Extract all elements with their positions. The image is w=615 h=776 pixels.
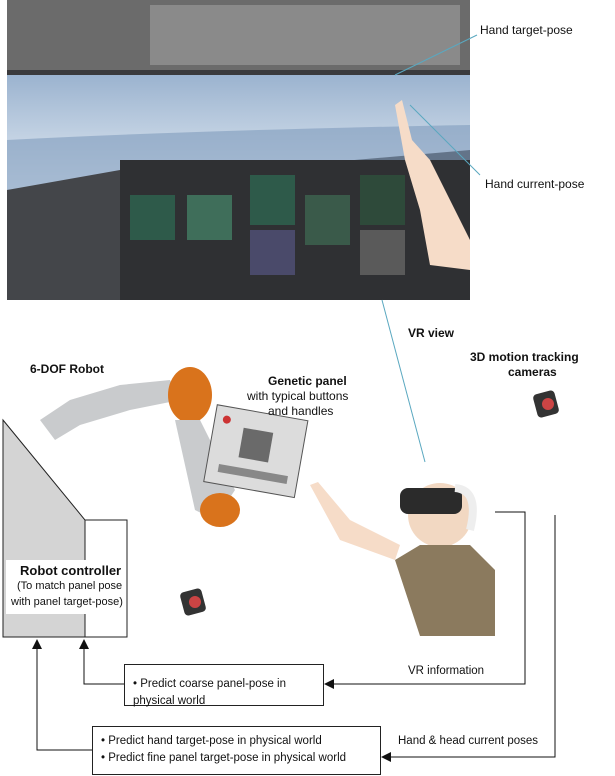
hand-head-poses-label: Hand & head current poses (398, 735, 539, 747)
coarse-prediction-box: • Predict coarse panel-pose in physical … (124, 664, 324, 707)
cameras-label-2: cameras (508, 365, 557, 379)
hand-target-pose-label: Hand target-pose (480, 23, 573, 37)
fine-prediction-box: • Predict hand target-pose in physical w… (92, 726, 381, 775)
coarse-prediction-text: Predict coarse panel-pose in physical wo… (133, 678, 286, 707)
robot-controller-box (2, 418, 128, 638)
coarse-prediction-item: • Predict coarse panel-pose in physical … (133, 678, 286, 707)
panel-subtitle-1: with typical buttons (247, 389, 349, 403)
panel-title: Genetic panel (268, 374, 347, 388)
vr-information-label: VR information (408, 665, 485, 677)
hand-current-pose-label: Hand current-pose (485, 177, 585, 191)
person-with-vr-headset-image (310, 482, 495, 636)
robot-label: 6-DOF Robot (30, 362, 104, 376)
cameras-label-1: 3D motion tracking (470, 350, 579, 364)
hand-head-poses-arrow (381, 515, 556, 762)
fine-to-controller-arrow (32, 639, 92, 751)
controller-title: Robot controller (20, 563, 122, 578)
motion-camera-icon (180, 588, 206, 616)
vr-cockpit-image (7, 0, 470, 300)
fine-prediction-item: • Predict hand target-pose in physical w… (101, 735, 322, 747)
coarse-to-controller-arrow (79, 639, 124, 685)
controller-subtitle-2: with panel target-pose) (11, 596, 123, 608)
vr-information-arrow (324, 511, 526, 689)
motion-camera-icon (533, 390, 559, 418)
fine-prediction-item: • Predict fine panel target-pose in phys… (101, 752, 347, 764)
controller-subtitle-1: (To match panel pose (17, 580, 123, 592)
hand-current-pose-image (395, 100, 470, 270)
vr-view-label: VR view (408, 326, 455, 340)
generic-panel-image (203, 404, 309, 499)
hand-target-prediction-text: Predict hand target-pose in physical wor… (108, 735, 322, 747)
robot-arm-image (40, 367, 240, 527)
panel-subtitle-2: and handles (268, 404, 334, 418)
fine-panel-prediction-text: Predict fine panel target-pose in physic… (108, 752, 347, 764)
